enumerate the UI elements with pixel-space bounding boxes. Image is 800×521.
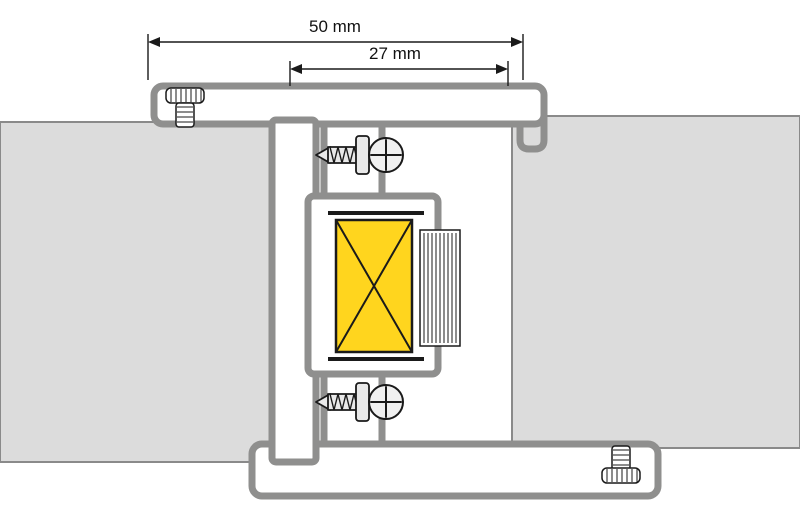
right-panel [511, 115, 800, 449]
rivet-bottom-right [601, 445, 641, 484]
rivet-stem-hatch [177, 106, 193, 123]
rivet-stem [175, 102, 195, 128]
dimension-arrow-right-icon [511, 37, 523, 47]
dimension-extension-lines [289, 61, 509, 86]
dimension-outer-50mm: 50 mm [147, 17, 524, 80]
dimension-arrow-left-icon [290, 64, 302, 74]
brush-strip [419, 229, 461, 347]
rivet-stem-hatch [613, 449, 629, 466]
bottom-frame-profile [248, 440, 662, 500]
rivet-top-left [165, 87, 205, 128]
dimension-label-inner: 27 mm [369, 44, 421, 63]
rivet-cap-hatch [606, 469, 638, 482]
top-profile-hook [516, 110, 548, 153]
dimension-inner-27mm: 27 mm [289, 44, 509, 86]
rivet-cap [165, 87, 205, 104]
rivet-cap [601, 467, 641, 484]
rivet-cap-hatch [170, 89, 202, 102]
dimension-arrow-right-icon [496, 64, 508, 74]
dimension-extension-lines [147, 34, 524, 80]
dimension-label-outer: 50 mm [309, 17, 361, 36]
dimension-arrow-left-icon [148, 37, 160, 47]
left-panel [0, 121, 273, 463]
brush-strip-hatch [423, 233, 457, 343]
seal-block-cross-icon [335, 219, 413, 353]
top-frame-profile [150, 82, 548, 128]
